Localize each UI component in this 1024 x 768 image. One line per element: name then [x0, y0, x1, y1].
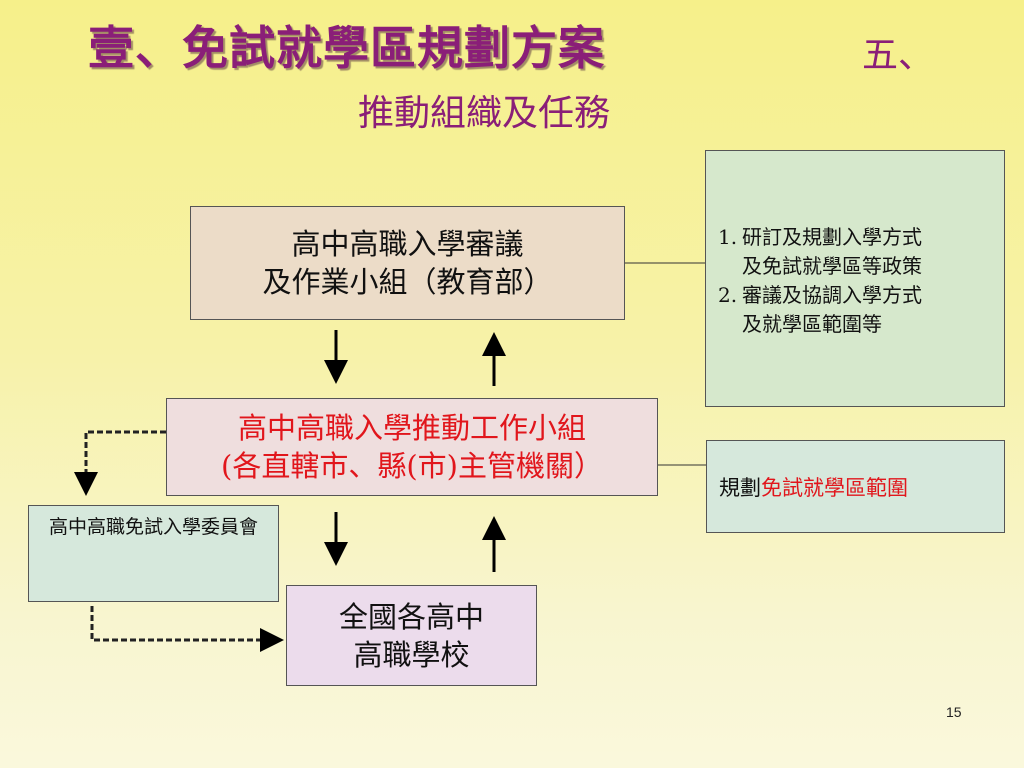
- task-2-number: 2.: [718, 283, 738, 307]
- promotion-group-line1: 高中高職入學推動工作小組: [237, 411, 586, 445]
- section-number: 五、: [862, 35, 935, 76]
- section-title: 推動組織及任務: [358, 93, 611, 134]
- task-1-text1: 研訂及規劃入學方式: [742, 225, 922, 249]
- promotion-group-line2: (各直轄市、縣(市)主管機關）: [221, 449, 603, 483]
- task-2-line2: 及就學區範圍等: [718, 310, 882, 339]
- review-group-line1: 高中高職入學審議: [291, 227, 524, 261]
- schools-box: 全國各高中 高職學校: [286, 585, 537, 686]
- plan-prefix: 規劃: [719, 475, 761, 500]
- dashed-arrow-middle-to-left: [74, 430, 166, 496]
- slide-title: 壹、免試就學區規劃方案: [88, 21, 605, 75]
- review-group-box: 高中高職入學審議 及作業小組（教育部）: [190, 206, 625, 320]
- plan-text: 規劃免試就學區範圍: [719, 472, 908, 502]
- task-1-line1: 1. 研訂及規劃入學方式: [718, 223, 922, 252]
- plan-box: 規劃免試就學區範圍: [706, 440, 1005, 533]
- admission-committee-label: 高中高職免試入學委員會: [48, 516, 258, 538]
- tasks-box: 1. 研訂及規劃入學方式 及免試就學區等政策 2. 審議及協調入學方式 及就學區…: [705, 150, 1005, 407]
- plan-highlight: 免試就學區範圍: [761, 475, 908, 500]
- dashed-arrow-left-to-bottom: [90, 606, 284, 652]
- page-number: 15: [946, 704, 962, 720]
- task-2-line1: 2. 審議及協調入學方式: [718, 281, 922, 310]
- schools-line2: 高職學校: [353, 637, 470, 672]
- admission-committee-box: 高中高職免試入學委員會: [28, 505, 279, 602]
- review-group-line2: 及作業小組（教育部）: [262, 265, 553, 299]
- task-1-number: 1.: [718, 225, 738, 249]
- schools-line1: 全國各高中: [338, 599, 484, 634]
- promotion-group-box: 高中高職入學推動工作小組 (各直轄市、縣(市)主管機關）: [166, 398, 658, 496]
- task-2-text2: 及就學區範圍等: [742, 312, 882, 336]
- task-1-line2: 及免試就學區等政策: [718, 252, 922, 281]
- task-2-text1: 審議及協調入學方式: [742, 283, 922, 307]
- task-1-text2: 及免試就學區等政策: [742, 254, 922, 278]
